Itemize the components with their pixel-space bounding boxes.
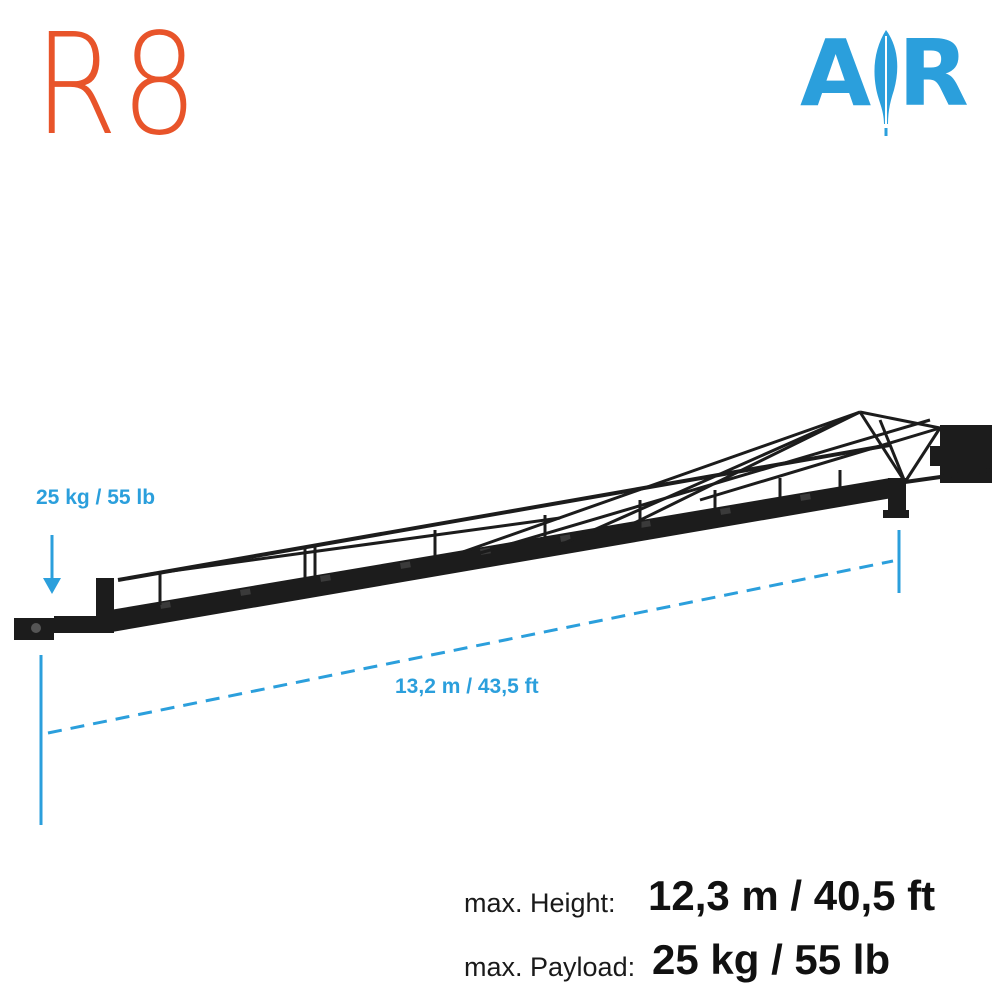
brand-logo: A R [800, 28, 970, 138]
spec-row-payload: max. Payload: 25 kg / 55 lb [464, 928, 984, 994]
brand-logo-letter-r: R [898, 20, 969, 127]
spec-block: max. Height: 12,3 m / 40,5 ft max. Paylo… [464, 862, 984, 994]
spec-payload-label: max. Payload: [464, 952, 636, 982]
brand-logo-letter-a: A [800, 20, 872, 127]
spec-height-label: max. Height: [464, 888, 616, 918]
crane-arm [14, 410, 992, 640]
payload-arrow-head [43, 578, 61, 594]
spec-row-height: max. Height: 12,3 m / 40,5 ft [464, 862, 984, 928]
feather-icon [874, 30, 898, 136]
spec-height-value: 12,3 m / 40,5 ft [648, 872, 936, 919]
spec-payload-value: 25 kg / 55 lb [652, 936, 891, 983]
dimension-lines [39, 530, 901, 825]
reach-dimension-label: 13,2 m / 43,5 ft [395, 675, 539, 698]
model-title: R8 [34, 4, 202, 167]
reach-dashed-line [47, 559, 894, 735]
payload-dimension-label: 25 kg / 55 lb [36, 486, 156, 509]
